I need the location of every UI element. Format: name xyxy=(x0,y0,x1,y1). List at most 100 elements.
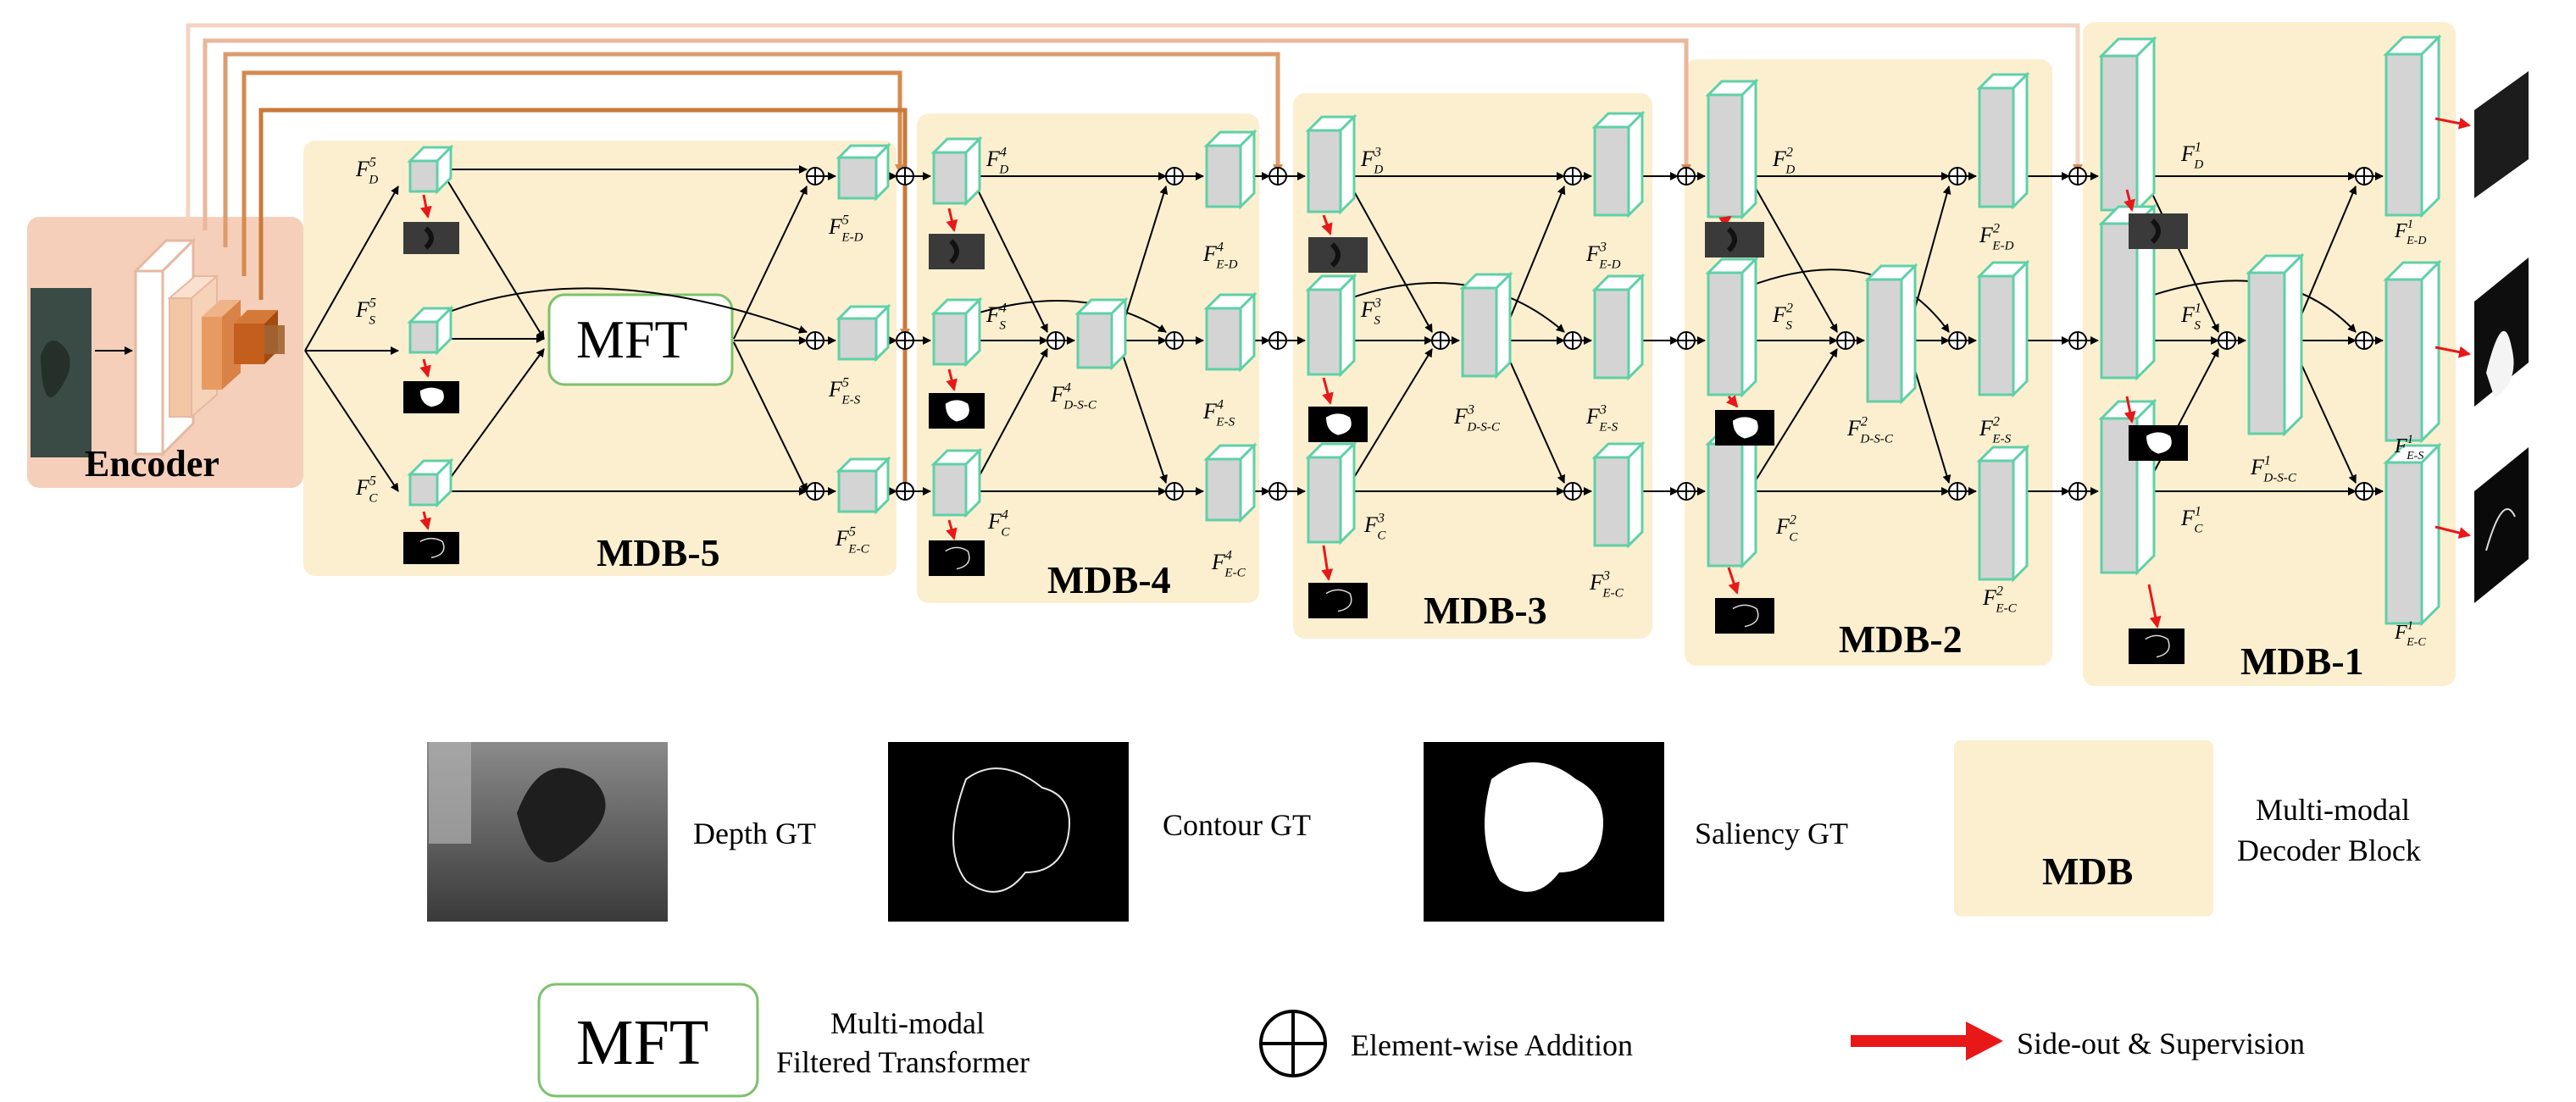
addition-node xyxy=(1165,167,1184,186)
mdb-5-label: MDB-5 xyxy=(597,531,720,574)
legend-mdb-line2: Decoder Block xyxy=(2237,833,2421,867)
feature-d3 xyxy=(1305,114,1357,215)
connection-line xyxy=(1345,175,1433,333)
feature-d2 xyxy=(1705,78,1759,220)
feature-c4 xyxy=(930,447,983,518)
side-out-arrow xyxy=(946,208,958,232)
addition-node xyxy=(896,482,914,501)
mft-block xyxy=(547,293,734,386)
addition-node xyxy=(896,331,914,350)
side-out-arrow xyxy=(1322,377,1334,405)
side-out-arrow xyxy=(419,358,431,378)
connection-line xyxy=(1501,186,1566,340)
feature-dsc4 xyxy=(1074,296,1129,371)
side-out-depth-thumb xyxy=(403,222,459,254)
side-out-arrow xyxy=(2147,584,2162,629)
addition-node xyxy=(2068,167,2087,186)
legend-mft-line2: Filtered Transformer xyxy=(776,1045,1030,1079)
connection-line xyxy=(733,186,808,340)
feature-ec2 xyxy=(1976,444,2030,583)
side-out-thumbnails xyxy=(403,117,2471,664)
addition-node xyxy=(1948,331,1967,350)
skip-connection-2 xyxy=(223,52,1280,247)
addition-node xyxy=(1948,482,1967,501)
final-outputs xyxy=(2474,71,2529,603)
side-out-depth-thumb xyxy=(929,234,985,269)
skip-connection-4 xyxy=(186,23,2080,220)
side-out-arrow xyxy=(2434,346,2471,358)
side-out-saliency-thumb xyxy=(403,381,459,413)
side-out-saliency-thumb xyxy=(2129,425,2188,461)
side-out-contour-thumb xyxy=(929,540,985,576)
legend-saliency-gt: Saliency GT xyxy=(1695,817,1848,850)
addition-node xyxy=(806,167,824,186)
connection-line xyxy=(970,348,1048,492)
connection-line xyxy=(1345,348,1433,492)
addition-node xyxy=(1948,167,1967,186)
feature-c2 xyxy=(1705,427,1759,569)
connection-line xyxy=(304,350,399,492)
connection-line xyxy=(970,300,1167,333)
addition-node xyxy=(806,331,824,350)
legend-mft-swatch xyxy=(537,983,759,1098)
legend-contour-image xyxy=(888,742,1129,922)
addition-node xyxy=(1677,331,1696,350)
addition-node xyxy=(2355,167,2373,186)
connection-line xyxy=(304,186,399,352)
connection-line xyxy=(970,175,1048,333)
feature-es4 xyxy=(1203,291,1257,373)
connection-line xyxy=(440,348,545,492)
side-out-saliency-thumb xyxy=(929,393,985,429)
connection-line xyxy=(1748,175,1838,333)
legend-addition: Element-wise Addition xyxy=(1351,1028,1633,1062)
addition-nodes xyxy=(806,167,2373,501)
feature-dsc1 xyxy=(2246,252,2305,437)
feature-dsc3 xyxy=(1459,271,1513,379)
mdb-2-label: MDB-2 xyxy=(1839,617,1963,661)
side-out-arrow xyxy=(1727,567,1740,595)
side-out-contour-thumb xyxy=(2129,629,2185,664)
addition-node xyxy=(1836,331,1855,350)
feature-ed2 xyxy=(1976,71,2030,210)
side-out-arrow xyxy=(1718,215,1732,228)
addition-node xyxy=(2068,482,2087,501)
feature-c3 xyxy=(1305,440,1357,545)
feature-es5 xyxy=(836,303,891,363)
feature-s1 xyxy=(2098,203,2157,381)
skip-connection-1 xyxy=(242,70,902,276)
addition-node xyxy=(1677,167,1696,186)
connection-line xyxy=(1748,348,1838,492)
addition-node xyxy=(1269,482,1287,501)
legend-mdb-line1: Multi-modal xyxy=(2256,793,2410,827)
legend-addition-icon xyxy=(1259,1010,1327,1077)
addition-node xyxy=(2068,331,2087,350)
connection-line xyxy=(2143,175,2219,333)
addition-node xyxy=(896,167,914,186)
mdb-3-label: MDB-3 xyxy=(1424,589,1547,632)
addition-node xyxy=(806,482,824,501)
mdb-4-label: MDB-4 xyxy=(1047,558,1171,601)
feature-d4 xyxy=(930,136,983,207)
side-out-arrow xyxy=(419,194,432,219)
side-out-arrow xyxy=(946,368,958,391)
addition-node xyxy=(1046,331,1065,350)
skip-connections xyxy=(186,23,2083,493)
feature-s4 xyxy=(930,296,983,368)
side-out-arrow xyxy=(1321,545,1334,581)
feature-es3 xyxy=(1591,273,1646,381)
addition-node xyxy=(1563,167,1582,186)
connection-line xyxy=(2143,348,2219,492)
connection-line xyxy=(1748,269,1950,333)
legend-mft-line1: Multi-modal xyxy=(830,1006,985,1040)
addition-node xyxy=(2355,331,2373,350)
legend-mft-short: MFT xyxy=(576,1007,708,1078)
connection-line xyxy=(1501,341,1565,484)
feature-ec3 xyxy=(1591,440,1646,549)
side-out-depth-thumb xyxy=(2129,213,2188,249)
legend-depth-gt: Depth GT xyxy=(693,817,816,850)
connection-line xyxy=(440,287,808,334)
side-out-arrow xyxy=(1725,395,1739,408)
legend-contour-gt: Contour GT xyxy=(1163,808,1311,842)
feature-ec4 xyxy=(1203,442,1257,523)
side-out-arrow xyxy=(946,519,958,540)
